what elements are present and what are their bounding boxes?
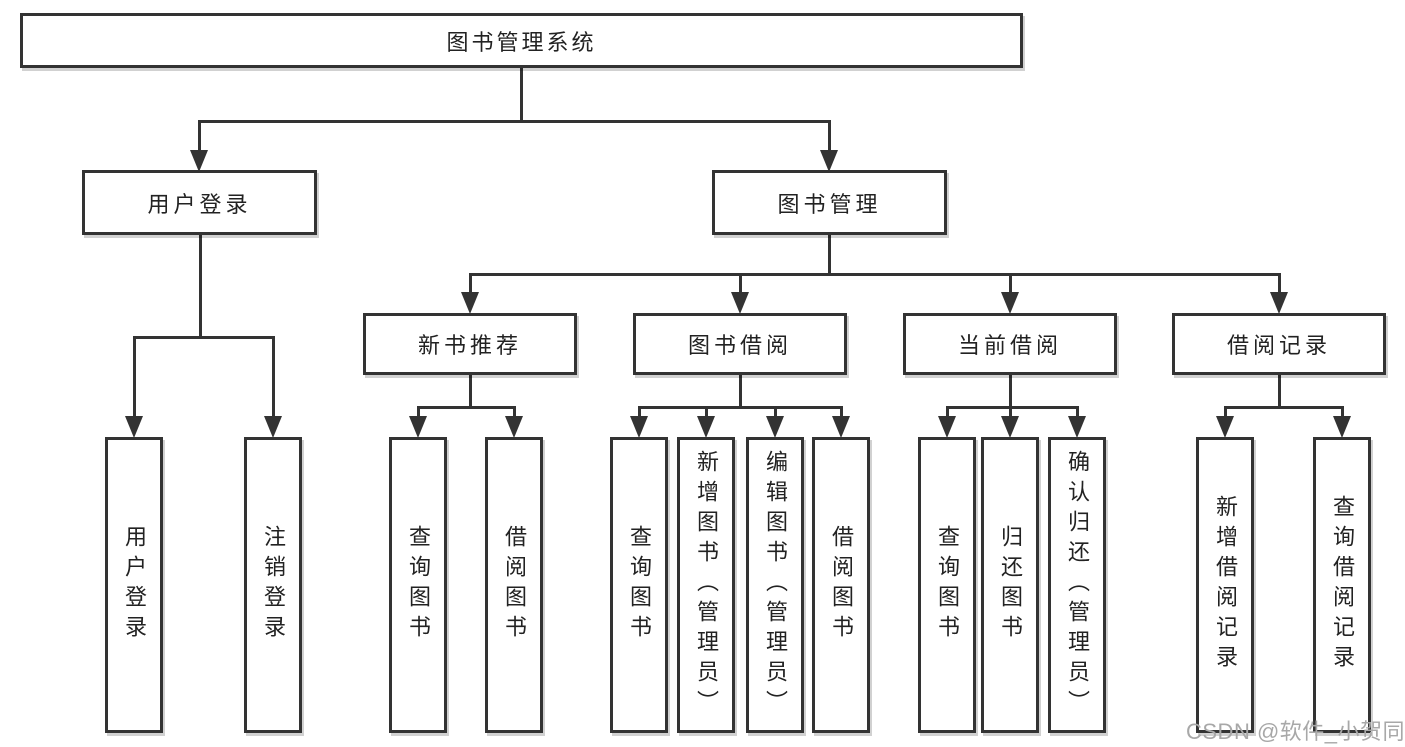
connector-leaf-drop [705, 406, 708, 419]
connector-root-split [198, 120, 831, 123]
connector-group-stem [1278, 375, 1281, 408]
arrow-down-icon [820, 150, 838, 172]
arrow-down-icon [190, 150, 208, 172]
arrow-down-icon [938, 416, 956, 438]
leaf-return-book: 归还图书 [981, 437, 1039, 733]
leaf-edit-book-admin-label: 编辑图书（管理员） [763, 450, 788, 720]
connector-leaf-drop [638, 406, 641, 419]
arrow-down-icon [697, 416, 715, 438]
arrow-down-icon [766, 416, 784, 438]
node-book-borrow-label: 图书借阅 [687, 333, 792, 358]
leaf-borrow-books-recommend-label: 借阅图书 [502, 525, 527, 645]
arrow-down-icon [1001, 416, 1019, 438]
node-root: 图书管理系统 [20, 13, 1023, 68]
node-new-book-recommend-label: 新书推荐 [417, 333, 522, 358]
connector-leaf-drop [840, 406, 843, 419]
connector-leaf-drop [417, 406, 420, 419]
connector-group-drop [1278, 273, 1281, 295]
connector-group-stem [469, 375, 472, 408]
leaf-add-book-admin: 新增图书（管理员） [677, 437, 735, 733]
arrow-down-icon [505, 416, 523, 438]
node-user-login-label: 用户登录 [147, 191, 252, 217]
connector-leaf-drop [1076, 406, 1079, 419]
connector-group-split [946, 406, 1078, 409]
arrow-down-icon [264, 416, 282, 438]
connector-user-login-drop [198, 120, 201, 152]
arrow-down-icon [461, 292, 479, 314]
arrow-down-icon [409, 416, 427, 438]
arrow-down-icon [125, 416, 143, 438]
leaf-borrow-books-label: 借阅图书 [829, 525, 854, 645]
arrow-down-icon [1216, 416, 1234, 438]
connector-group-stem [739, 375, 742, 408]
leaf-add-borrow-record: 新增借阅记录 [1196, 437, 1254, 733]
node-current-borrow-label: 当前借阅 [957, 333, 1062, 358]
connector-group-drop [1009, 273, 1012, 295]
node-borrow-records-label: 借阅记录 [1226, 333, 1331, 358]
connector-group-drop [469, 273, 472, 295]
arrow-down-icon [630, 416, 648, 438]
node-book-management-label: 图书管理 [777, 191, 882, 217]
connector-group-drop [739, 273, 742, 295]
leaf-query-books-current-label: 查询图书 [935, 525, 960, 645]
leaf-add-borrow-record-label: 新增借阅记录 [1213, 495, 1238, 675]
leaf-return-book-label: 归还图书 [998, 525, 1023, 645]
connector-leaf-drop [513, 406, 516, 419]
connector-leaf-drop [133, 336, 136, 418]
leaf-confirm-return-admin: 确认归还（管理员） [1048, 437, 1106, 733]
arrow-down-icon [1068, 416, 1086, 438]
leaf-query-books-current: 查询图书 [918, 437, 976, 733]
connector-leaf-drop [1341, 406, 1344, 419]
connector-root-stem [520, 68, 523, 123]
leaf-logout-label: 注销登录 [261, 525, 286, 645]
arrow-down-icon [731, 292, 749, 314]
arrow-down-icon [1333, 416, 1351, 438]
leaf-query-books-recommend-label: 查询图书 [406, 525, 431, 645]
connector-group-split [638, 406, 842, 409]
watermark-text: CSDN @软件_小贺同学 [1186, 719, 1405, 744]
leaf-query-borrow-record: 查询借阅记录 [1313, 437, 1371, 733]
node-borrow-records: 借阅记录 [1172, 313, 1386, 375]
connector-user-login-split [133, 336, 274, 339]
arrow-down-icon [1270, 292, 1288, 314]
leaf-logout: 注销登录 [244, 437, 302, 733]
node-current-borrow: 当前借阅 [903, 313, 1117, 375]
connector-leaf-drop [774, 406, 777, 419]
leaf-borrow-books-recommend: 借阅图书 [485, 437, 543, 733]
connector-group-split [417, 406, 516, 409]
leaf-user-login-label: 用户登录 [122, 525, 147, 645]
arrow-down-icon [832, 416, 850, 438]
node-user-login: 用户登录 [82, 170, 317, 235]
connector-leaf-drop [1224, 406, 1227, 419]
node-new-book-recommend: 新书推荐 [363, 313, 577, 375]
connector-group-split [1224, 406, 1343, 409]
connector-leaf-drop [1009, 406, 1012, 419]
leaf-query-books-borrow: 查询图书 [610, 437, 668, 733]
node-root-label: 图书管理系统 [446, 29, 597, 55]
leaf-confirm-return-admin-label: 确认归还（管理员） [1065, 450, 1090, 720]
connector-book-mgmt-split [469, 273, 1280, 276]
leaf-query-books-recommend: 查询图书 [389, 437, 447, 733]
connector-leaf-drop [272, 336, 275, 418]
leaf-query-books-borrow-label: 查询图书 [627, 525, 652, 645]
connector-book-mgmt-stem [828, 235, 831, 275]
leaf-borrow-books: 借阅图书 [812, 437, 870, 733]
leaf-user-login: 用户登录 [105, 437, 163, 733]
connector-group-stem [1009, 375, 1012, 408]
node-book-management: 图书管理 [712, 170, 947, 235]
node-book-borrow: 图书借阅 [633, 313, 847, 375]
leaf-add-book-admin-label: 新增图书（管理员） [694, 450, 719, 720]
arrow-down-icon [1001, 292, 1019, 314]
connector-leaf-drop [946, 406, 949, 419]
connector-user-login-stem [199, 235, 202, 338]
leaf-query-borrow-record-label: 查询借阅记录 [1330, 495, 1355, 675]
connector-book-mgmt-drop [828, 120, 831, 152]
leaf-edit-book-admin: 编辑图书（管理员） [746, 437, 804, 733]
